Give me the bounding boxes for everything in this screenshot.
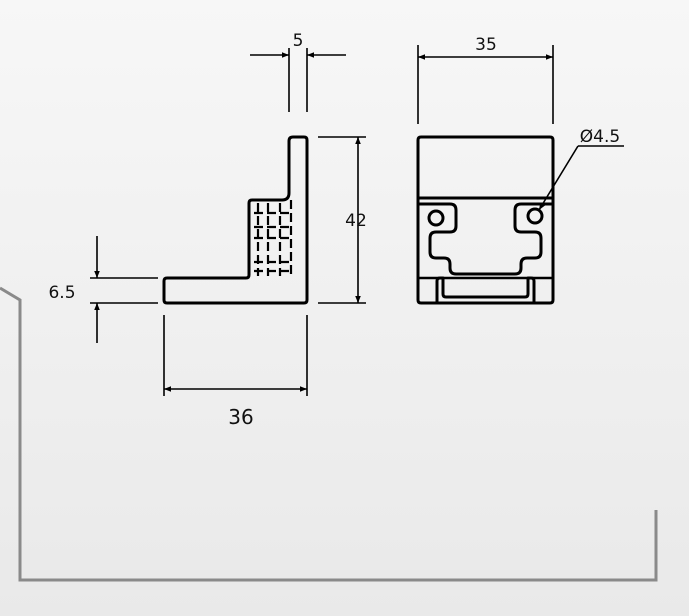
side-view bbox=[162, 135, 309, 305]
front-view bbox=[416, 135, 555, 305]
mounting-hole-right bbox=[526, 207, 544, 225]
dim-base-thickness: 6.5 bbox=[48, 283, 75, 303]
dim-width: 35 bbox=[475, 35, 497, 55]
hidden-lines bbox=[254, 200, 293, 276]
dim-hole-diameter: Ø4.5 bbox=[580, 127, 620, 147]
frame-border bbox=[0, 286, 658, 582]
front-view-channel bbox=[435, 276, 536, 303]
front-view-slot-contour bbox=[418, 202, 553, 276]
dim-depth: 36 bbox=[228, 405, 253, 429]
mounting-hole-left bbox=[427, 209, 445, 227]
dim-wall-thickness: 5 bbox=[293, 31, 304, 51]
front-view-outline bbox=[416, 135, 555, 305]
side-view-outline bbox=[162, 135, 309, 305]
dim-height: 42 bbox=[345, 211, 367, 231]
dimensions bbox=[90, 45, 624, 396]
